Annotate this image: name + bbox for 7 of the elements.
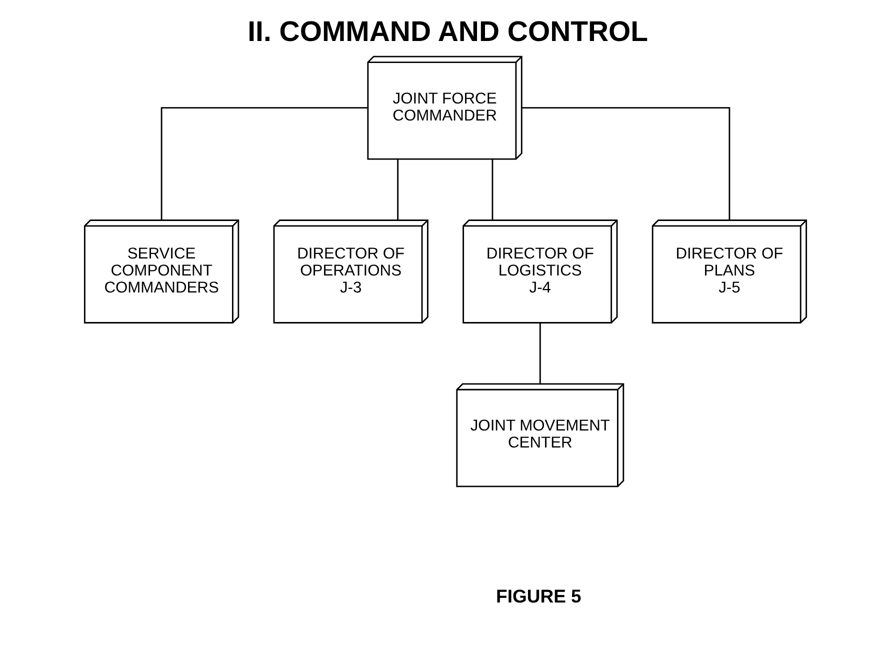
connector: [521, 107, 730, 220]
connector: [160, 107, 368, 220]
connector: [396, 159, 398, 220]
caption: FIGURE 5: [496, 585, 581, 606]
connector: [491, 159, 493, 220]
connector: [538, 322, 540, 384]
diagram-title: II. COMMAND AND CONTROL: [247, 16, 648, 48]
